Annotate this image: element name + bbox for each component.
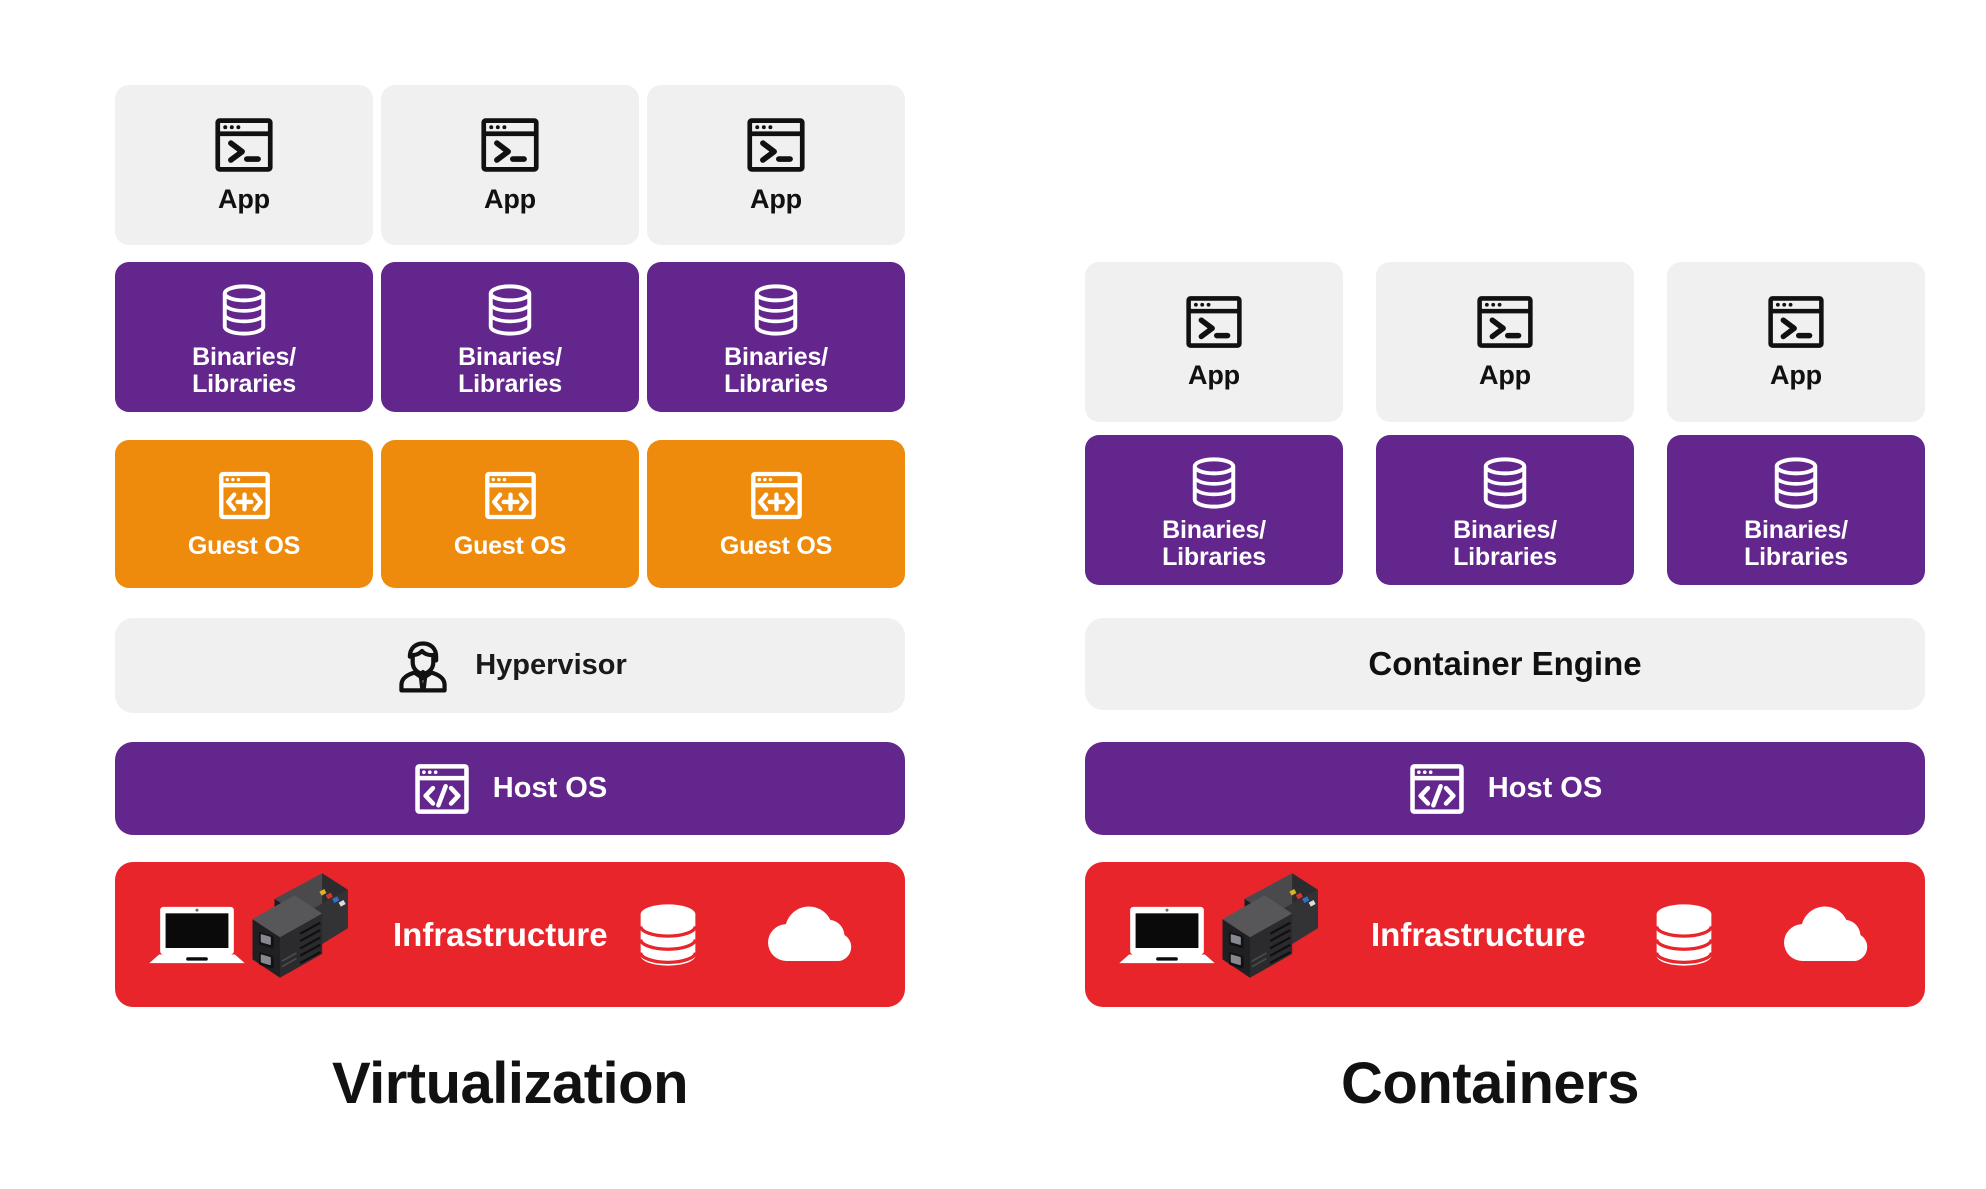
guest-os-card[interactable]: Guest OS xyxy=(647,440,905,588)
hypervisor-bar[interactable]: Hypervisor xyxy=(115,618,905,713)
binaries-libraries-card[interactable]: Binaries/Libraries xyxy=(1085,435,1343,585)
containers-column: App App App Binaries/Libraries Binaries/… xyxy=(1040,0,1986,1189)
app-card[interactable]: App xyxy=(115,85,373,245)
person-admin-icon xyxy=(393,636,453,696)
app-card[interactable]: App xyxy=(1376,262,1634,422)
laptop-icon xyxy=(1115,900,1219,970)
server-rack-icon xyxy=(1217,862,1327,1000)
app-card[interactable]: App xyxy=(647,85,905,245)
terminal-window-icon xyxy=(1476,293,1534,351)
code-window-expand-icon xyxy=(483,468,538,523)
binaries-libraries-card[interactable]: Binaries/Libraries xyxy=(381,262,639,412)
database-cylinder-icon xyxy=(748,282,804,338)
host-os-label: Host OS xyxy=(1487,772,1603,804)
guest-os-label: Guest OS xyxy=(453,532,567,560)
virtualization-binaries-row: Binaries/Libraries Binaries/Libraries Bi… xyxy=(115,262,905,412)
virtualization-guest-os-row: Guest OS Guest OS Guest OS xyxy=(115,440,905,588)
database-cylinder-icon xyxy=(216,282,272,338)
app-card-label: App xyxy=(484,184,536,215)
infrastructure-bar[interactable]: Infrastructure xyxy=(115,862,905,1007)
container-engine-bar[interactable]: Container Engine xyxy=(1085,618,1925,710)
app-card[interactable]: App xyxy=(1085,262,1343,422)
binaries-libraries-label: Binaries/Libraries xyxy=(1162,516,1266,571)
binaries-libraries-card[interactable]: Binaries/Libraries xyxy=(1667,435,1925,585)
containers-app-row: App App App xyxy=(1085,262,1925,422)
terminal-window-icon xyxy=(1767,293,1825,351)
containers-binaries-row: Binaries/Libraries Binaries/Libraries Bi… xyxy=(1085,435,1925,585)
terminal-window-icon xyxy=(214,115,274,175)
virtualization-column: App App App Binaries/Libraries Binaries/… xyxy=(0,0,960,1189)
binaries-libraries-label: Binaries/Libraries xyxy=(458,343,562,398)
database-cylinder-icon xyxy=(633,900,703,970)
binaries-libraries-card[interactable]: Binaries/Libraries xyxy=(647,262,905,412)
infrastructure-content: Infrastructure xyxy=(1085,870,1925,1000)
virtualization-app-row: App App App xyxy=(115,85,905,245)
app-card-label: App xyxy=(750,184,802,215)
app-card-label: App xyxy=(1188,360,1240,391)
server-rack-icon xyxy=(247,862,357,1000)
database-cylinder-icon xyxy=(1768,455,1824,511)
code-window-icon xyxy=(413,760,471,818)
database-cylinder-icon xyxy=(1186,455,1242,511)
code-window-expand-icon xyxy=(749,468,804,523)
binaries-libraries-label: Binaries/Libraries xyxy=(1744,516,1848,571)
infrastructure-label: Infrastructure xyxy=(1371,915,1586,953)
hypervisor-label: Hypervisor xyxy=(475,649,627,681)
app-card-label: App xyxy=(218,184,270,215)
infrastructure-bar[interactable]: Infrastructure xyxy=(1085,862,1925,1007)
app-card[interactable]: App xyxy=(381,85,639,245)
app-card-label: App xyxy=(1479,360,1531,391)
terminal-window-icon xyxy=(1185,293,1243,351)
guest-os-card[interactable]: Guest OS xyxy=(115,440,373,588)
binaries-libraries-label: Binaries/Libraries xyxy=(1453,516,1557,571)
guest-os-label: Guest OS xyxy=(719,532,833,560)
guest-os-card[interactable]: Guest OS xyxy=(381,440,639,588)
infrastructure-content: Infrastructure xyxy=(115,870,905,1000)
binaries-libraries-card[interactable]: Binaries/Libraries xyxy=(1376,435,1634,585)
laptop-icon xyxy=(145,900,249,970)
cloud-icon xyxy=(761,900,865,970)
container-engine-label: Container Engine xyxy=(1368,645,1642,682)
host-os-label: Host OS xyxy=(492,772,608,804)
host-os-bar[interactable]: Host OS xyxy=(115,742,905,835)
containers-title: Containers xyxy=(1341,1051,1639,1116)
database-cylinder-icon xyxy=(1477,455,1533,511)
binaries-libraries-label: Binaries/Libraries xyxy=(192,343,296,398)
binaries-libraries-card[interactable]: Binaries/Libraries xyxy=(115,262,373,412)
app-card[interactable]: App xyxy=(1667,262,1925,422)
database-cylinder-icon xyxy=(1649,900,1719,970)
terminal-window-icon xyxy=(480,115,540,175)
virtualization-title: Virtualization xyxy=(331,1051,689,1116)
app-card-label: App xyxy=(1770,360,1822,391)
host-os-bar[interactable]: Host OS xyxy=(1085,742,1925,835)
database-cylinder-icon xyxy=(482,282,538,338)
code-window-icon xyxy=(1408,760,1466,818)
guest-os-label: Guest OS xyxy=(187,532,301,560)
binaries-libraries-label: Binaries/Libraries xyxy=(724,343,828,398)
infrastructure-label: Infrastructure xyxy=(393,915,608,953)
code-window-expand-icon xyxy=(217,468,272,523)
cloud-icon xyxy=(1777,900,1881,970)
terminal-window-icon xyxy=(746,115,806,175)
